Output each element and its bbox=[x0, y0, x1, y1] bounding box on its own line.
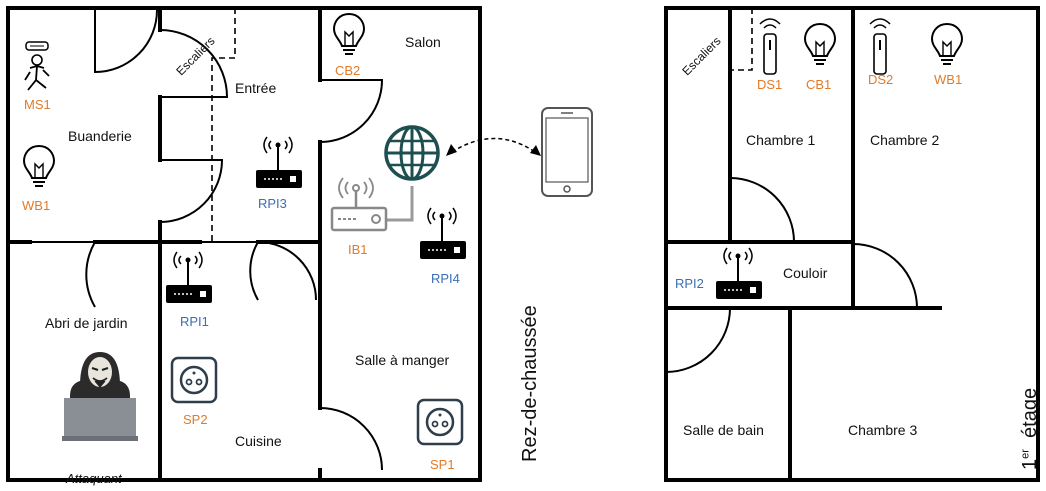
floor-title-ground: Rez-de-chaussée bbox=[519, 305, 541, 462]
room-label-entree: Entrée bbox=[235, 80, 277, 96]
device-label-ds2: DS2 bbox=[868, 72, 894, 87]
smartphone-icon bbox=[541, 107, 593, 197]
motion-sensor-icon bbox=[24, 41, 50, 91]
room-label-couloir: Couloir bbox=[783, 265, 828, 281]
globe-icon bbox=[384, 125, 440, 181]
ground-floor-walls bbox=[6, 6, 482, 482]
smart-plug-icon bbox=[416, 398, 464, 446]
attacker-label: Attaquant bbox=[66, 471, 122, 486]
device-label-sp2: SP2 bbox=[183, 412, 208, 427]
room-label-abri-de-jardin: Abri de jardin bbox=[45, 315, 128, 331]
phone-link bbox=[446, 137, 541, 156]
light-bulb-icon bbox=[803, 22, 837, 65]
light-bulb-icon bbox=[930, 22, 964, 65]
raspberry-pi-router-icon bbox=[166, 251, 212, 303]
first-floor-walls bbox=[664, 6, 1040, 482]
floor-title-first-suffix: er bbox=[1019, 449, 1032, 459]
room-label-salle-de-bain: Salle de bain bbox=[683, 422, 764, 438]
device-label-rpi4: RPI4 bbox=[431, 271, 460, 286]
room-label-cuisine: Cuisine bbox=[235, 433, 282, 449]
smart-plug-icon bbox=[170, 356, 218, 404]
room-label-salon: Salon bbox=[405, 34, 441, 50]
ground-floor-doors bbox=[30, 8, 384, 471]
device-label-ds1: DS1 bbox=[757, 77, 783, 92]
device-label-rpi1: RPI1 bbox=[180, 314, 209, 329]
device-label-wb1-first: WB1 bbox=[934, 72, 963, 87]
first-floor-doors bbox=[665, 8, 918, 373]
room-label-chambre-1: Chambre 1 bbox=[746, 132, 816, 148]
floor-title-first-word: étage bbox=[1019, 387, 1041, 438]
raspberry-pi-router-icon bbox=[716, 247, 762, 299]
room-label-salle-a-manger: Salle à manger bbox=[355, 352, 450, 368]
door-sensor-icon bbox=[759, 18, 781, 75]
floor-title-first: 1er étage bbox=[1019, 387, 1041, 470]
room-label-chambre-2: Chambre 2 bbox=[870, 132, 940, 148]
door-sensor-icon bbox=[869, 18, 891, 75]
light-bulb-icon bbox=[22, 144, 56, 187]
raspberry-pi-router-icon bbox=[420, 207, 466, 259]
device-label-wb1-ground: WB1 bbox=[22, 198, 51, 213]
room-label-chambre-3: Chambre 3 bbox=[848, 422, 918, 438]
hacker-icon bbox=[62, 352, 138, 441]
room-label-buanderie: Buanderie bbox=[68, 128, 132, 144]
device-label-rpi3: RPI3 bbox=[258, 196, 287, 211]
device-label-cb1: CB1 bbox=[806, 77, 832, 92]
device-label-cb2: CB2 bbox=[335, 63, 361, 78]
floor-title-first-number: 1 bbox=[1019, 458, 1041, 470]
internet-box-icon bbox=[330, 177, 388, 232]
device-label-sp1: SP1 bbox=[430, 457, 455, 472]
device-label-rpi2: RPI2 bbox=[675, 276, 704, 291]
raspberry-pi-router-icon bbox=[256, 136, 302, 188]
light-bulb-icon bbox=[332, 12, 366, 55]
device-label-ms1: MS1 bbox=[24, 97, 51, 112]
device-label-ib1: IB1 bbox=[348, 242, 368, 257]
